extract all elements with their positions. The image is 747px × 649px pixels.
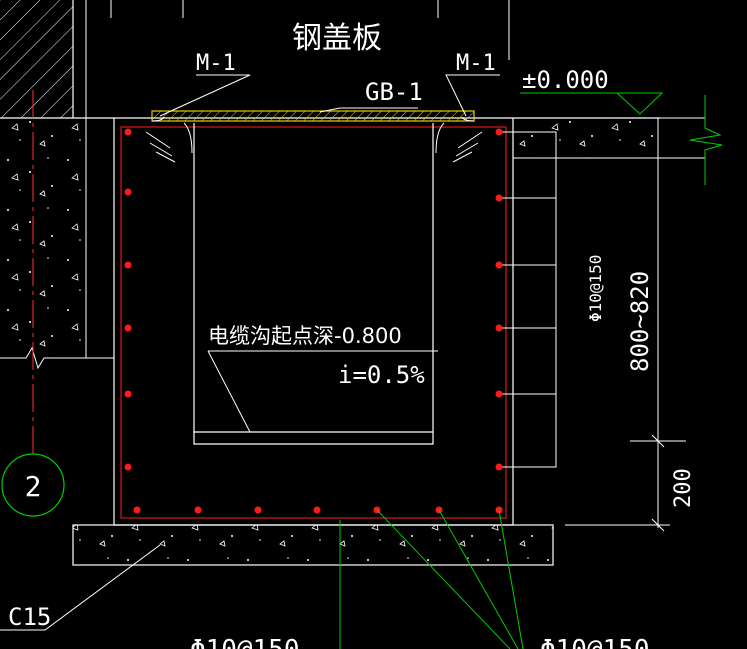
rebar-bottom-right-label: Φ10@150	[540, 635, 650, 649]
gb1-label: GB-1	[365, 78, 423, 106]
rebar-bottom-leaders	[339, 509, 524, 649]
right-ground-slab	[513, 95, 723, 185]
depth-dimension	[565, 118, 686, 532]
rebar-dot	[194, 506, 202, 514]
upper-reference-lines	[85, 0, 510, 118]
m1-left-tag: M-1	[159, 51, 251, 117]
rebar-dot	[124, 128, 132, 136]
trench-outer-wall	[113, 118, 514, 526]
rebar-side-label: Φ10@150	[586, 255, 605, 322]
rebar-dot	[124, 463, 132, 471]
m1-left-label: M-1	[196, 51, 236, 76]
rebar-dot	[133, 506, 141, 514]
depth-range-label: 800~820	[626, 271, 654, 372]
rebar-dot	[495, 194, 503, 202]
rebar-dot	[254, 506, 262, 514]
axis-label: 2	[25, 470, 42, 503]
rebar-dot	[495, 324, 503, 332]
rebar-dot	[313, 506, 321, 514]
rebar-dot	[495, 128, 503, 136]
embedded-angle-right	[435, 122, 483, 163]
rebar-dot	[495, 261, 503, 269]
cover-title: 钢盖板	[292, 21, 382, 56]
rebar-bottom-left-label: Φ10@150	[190, 635, 300, 649]
axis-marker: 2	[1, 453, 65, 517]
embedded-angle-left	[145, 122, 193, 163]
m1-right-tag: M-1	[445, 51, 500, 117]
left-wall-hatch	[0, 0, 74, 118]
rebar-dot	[124, 261, 132, 269]
rebar-cage	[120, 126, 507, 519]
elevation-label: ±0.000	[522, 66, 609, 94]
start-depth-annotation: 电缆沟起点深-0.800 i=0.5%	[207, 324, 438, 433]
elevation-marker: ±0.000	[520, 66, 664, 115]
base-thickness-label: 200	[671, 468, 696, 508]
concrete-label: C15	[8, 603, 51, 631]
rebar-dot	[124, 188, 132, 196]
trench-inner-cavity	[193, 123, 434, 445]
left-ground-section	[0, 117, 660, 370]
rebar-dot	[124, 324, 132, 332]
m1-right-label: M-1	[456, 51, 496, 76]
rebar-dot	[495, 390, 503, 398]
rebar-dot	[124, 390, 132, 398]
start-depth-label: 电缆沟起点深-0.800	[208, 324, 402, 348]
rebar-dot	[495, 463, 503, 471]
rebar-dots	[124, 128, 503, 514]
c15-base: C15	[0, 524, 554, 631]
gb1-tag: GB-1	[319, 78, 423, 113]
rebar-side-leaders	[500, 131, 557, 468]
cover-plate-gb1	[151, 110, 475, 122]
slope-label: i=0.5%	[338, 361, 425, 389]
